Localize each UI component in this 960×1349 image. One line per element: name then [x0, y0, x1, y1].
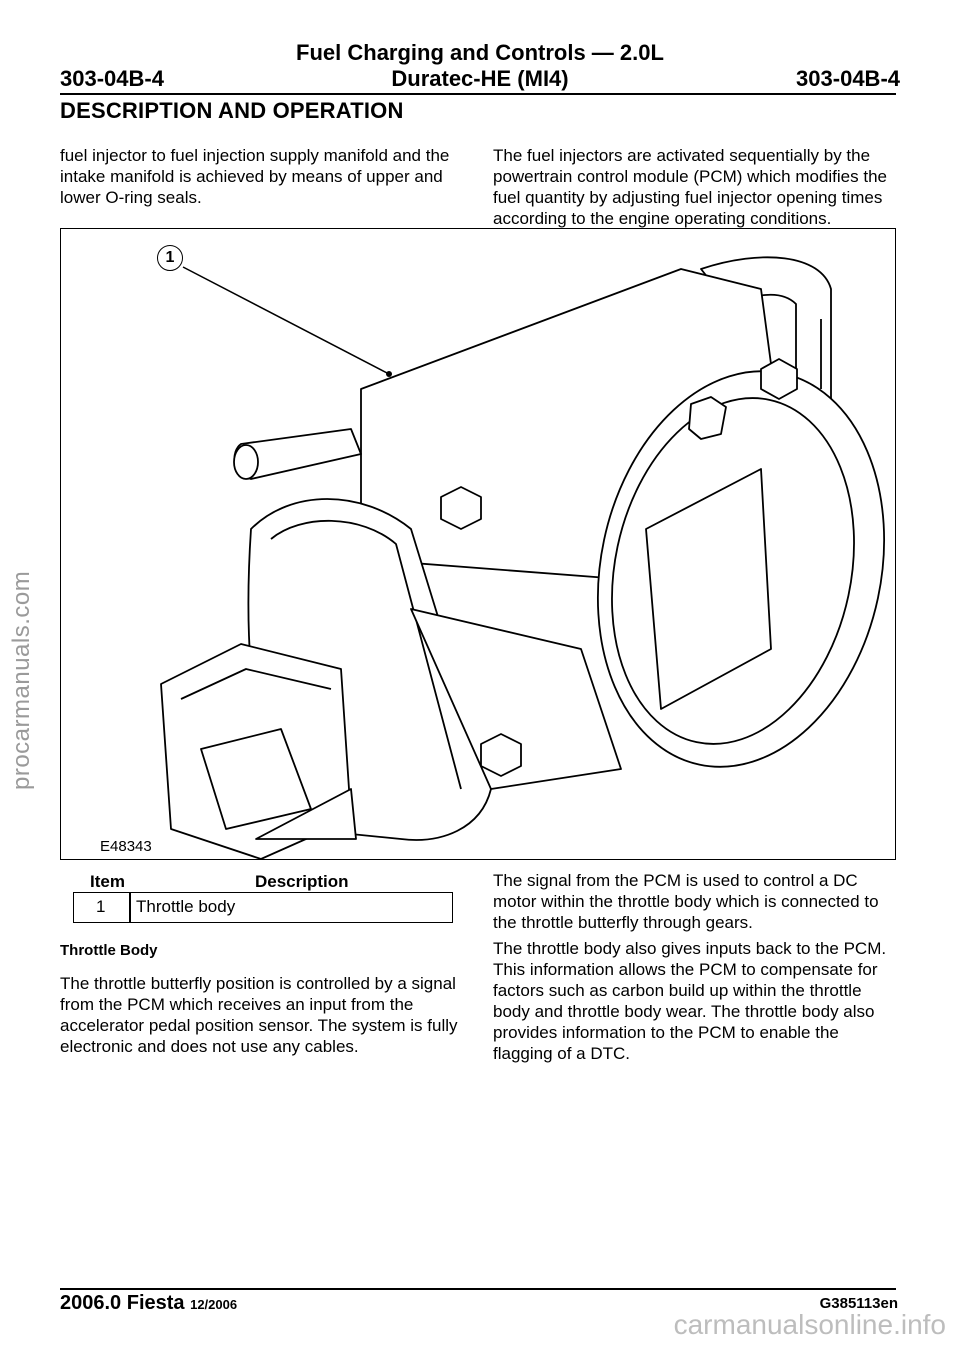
- header-rule: [60, 93, 896, 95]
- footer-model-name: 2006.0 Fiesta: [60, 1292, 185, 1314]
- table-row: 1 Throttle body: [73, 892, 453, 923]
- table-header-item: Item: [90, 872, 125, 891]
- callout-number: 1: [165, 249, 175, 266]
- callout-marker: 1: [157, 245, 183, 271]
- footer-rule: [60, 1288, 896, 1290]
- footer-model: 2006.0 Fiesta 12/2006: [60, 1292, 237, 1315]
- watermark-left: procarmanuals.com: [8, 570, 35, 790]
- section-title: DESCRIPTION AND OPERATION: [60, 98, 404, 123]
- row-item-description: Throttle body: [136, 897, 236, 916]
- throttle-body-figure: 1: [60, 228, 896, 860]
- page-code-left: 303-04B-4: [60, 66, 164, 91]
- footer-reference: G385113en: [819, 1295, 898, 1312]
- page-code-right: 303-04B-4: [796, 66, 900, 91]
- chapter-title: Fuel Charging and Controls — 2.0L: [296, 40, 664, 65]
- watermark-bottom: carmanualsonline.info: [673, 1309, 946, 1340]
- figure-id: E48343: [100, 838, 152, 855]
- top-left-paragraph: fuel injector to fuel injection supply m…: [60, 146, 450, 207]
- table-header-description: Description: [255, 872, 349, 891]
- cell-divider: [129, 893, 131, 922]
- footer-date: 12/2006: [190, 1297, 238, 1312]
- row-item-number: 1: [96, 897, 106, 916]
- throttle-body-illustration: [160, 256, 886, 859]
- chapter-subtitle: Duratec-HE (MI4): [391, 66, 569, 91]
- right-paragraph-2: The throttle body also gives inputs back…: [493, 939, 887, 1063]
- top-right-paragraph: The fuel injectors are activated sequent…: [493, 146, 887, 228]
- throttle-body-paragraph: The throttle butterfly position is contr…: [60, 974, 458, 1056]
- right-paragraph-1: The signal from the PCM is used to contr…: [493, 871, 879, 932]
- throttle-body-heading: Throttle Body: [60, 942, 158, 959]
